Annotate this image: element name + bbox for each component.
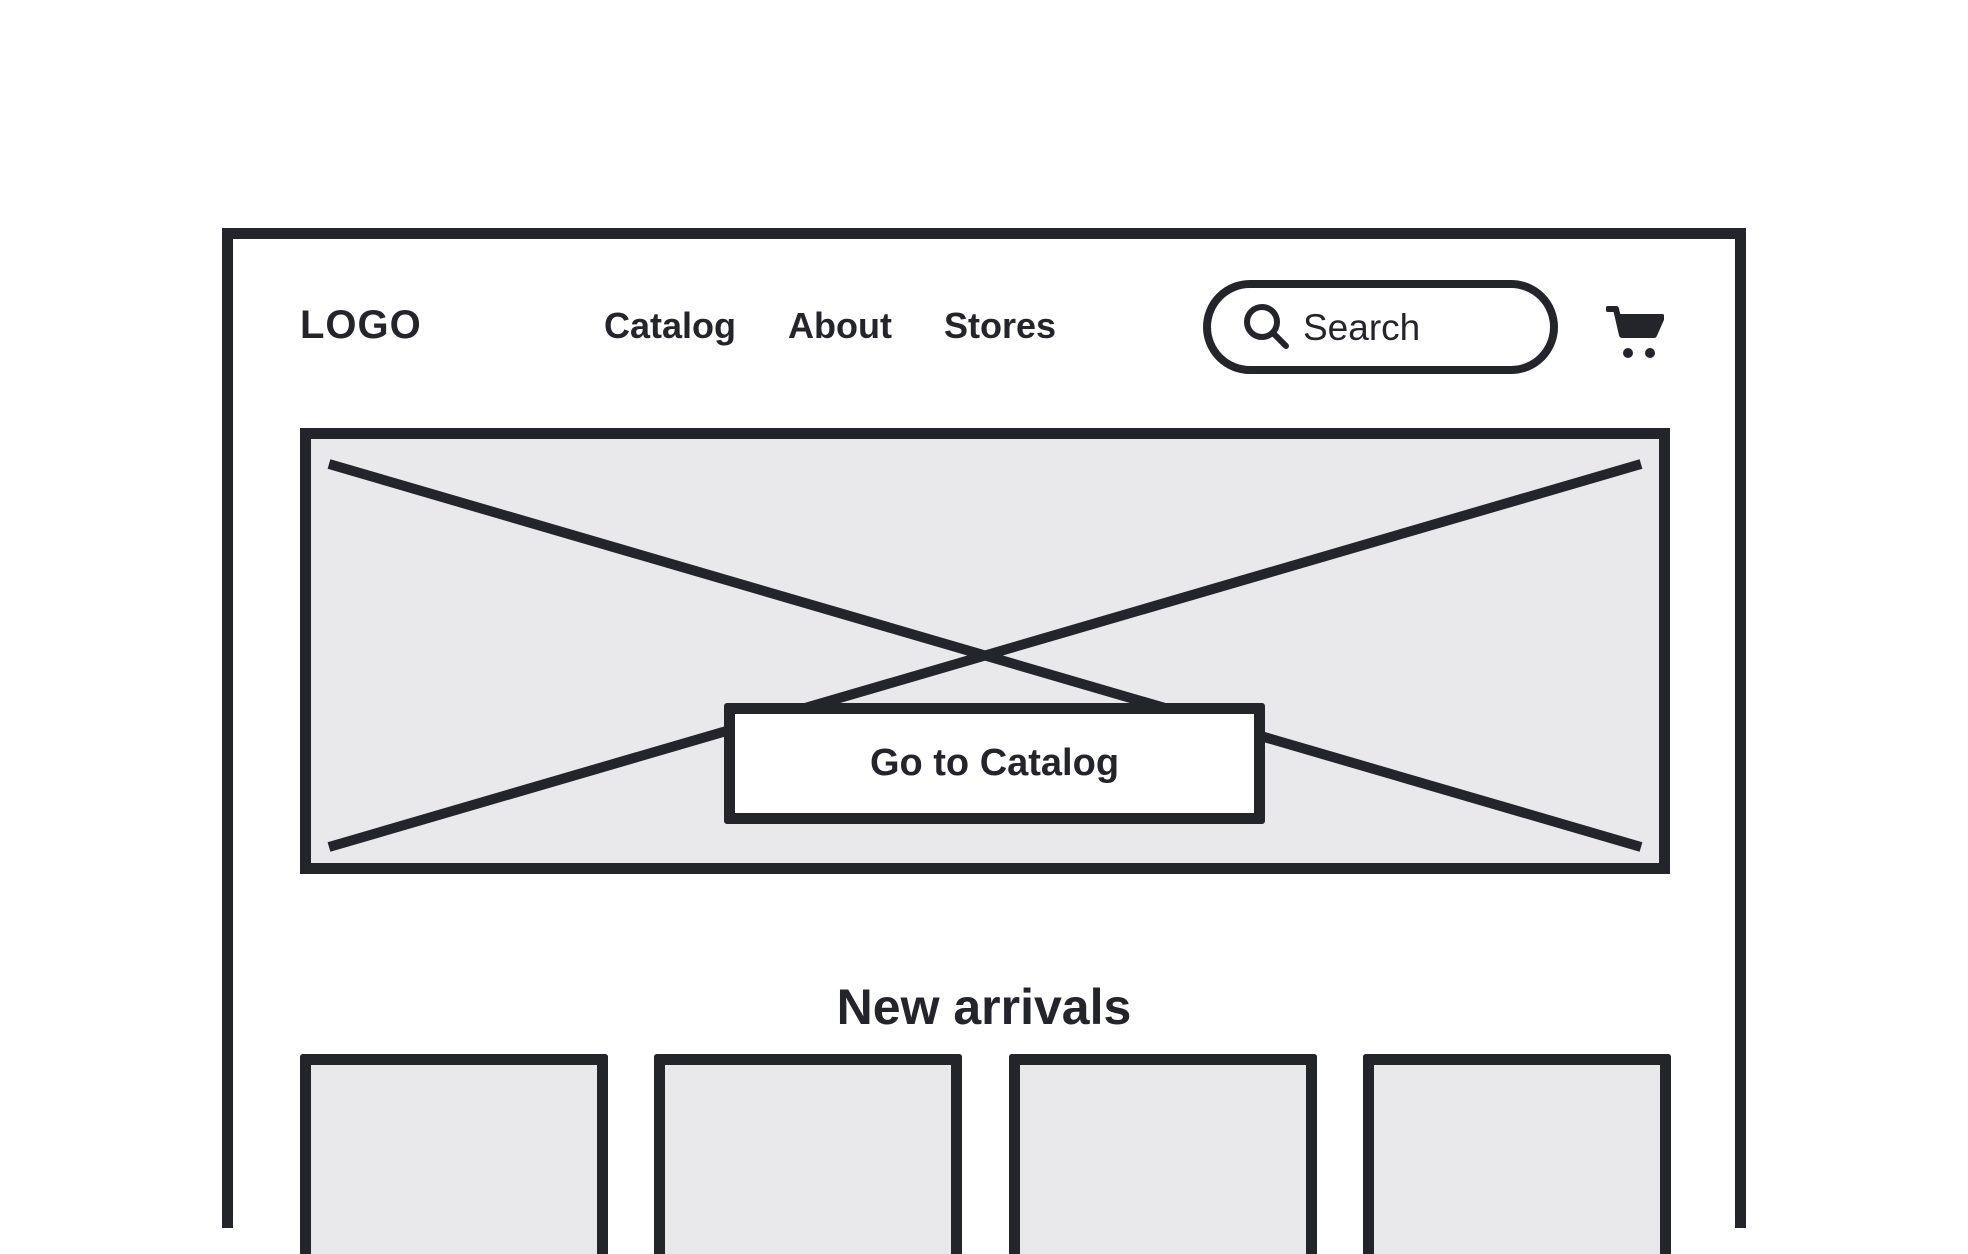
logo[interactable]: LOGO — [300, 303, 422, 347]
product-card[interactable] — [1363, 1054, 1671, 1254]
search-icon — [1244, 304, 1289, 349]
cart-icon[interactable] — [1606, 305, 1664, 361]
nav-link-stores[interactable]: Stores — [943, 305, 1057, 346]
product-grid — [300, 1054, 1671, 1254]
search-placeholder: Search — [1303, 306, 1421, 348]
section-title: New arrivals — [836, 978, 1132, 1035]
go-to-catalog-button[interactable]: Go to Catalog — [724, 703, 1265, 824]
product-card[interactable] — [300, 1054, 608, 1254]
image-placeholder — [327, 459, 1643, 852]
search-input[interactable]: Search — [1203, 280, 1558, 374]
hero-banner: Go to Catalog — [300, 428, 1670, 874]
product-card[interactable] — [654, 1054, 962, 1254]
main-nav: Catalog About Stores — [604, 308, 1056, 344]
nav-link-catalog[interactable]: Catalog — [604, 305, 737, 346]
product-card[interactable] — [1009, 1054, 1317, 1254]
nav-link-about[interactable]: About — [788, 305, 892, 346]
